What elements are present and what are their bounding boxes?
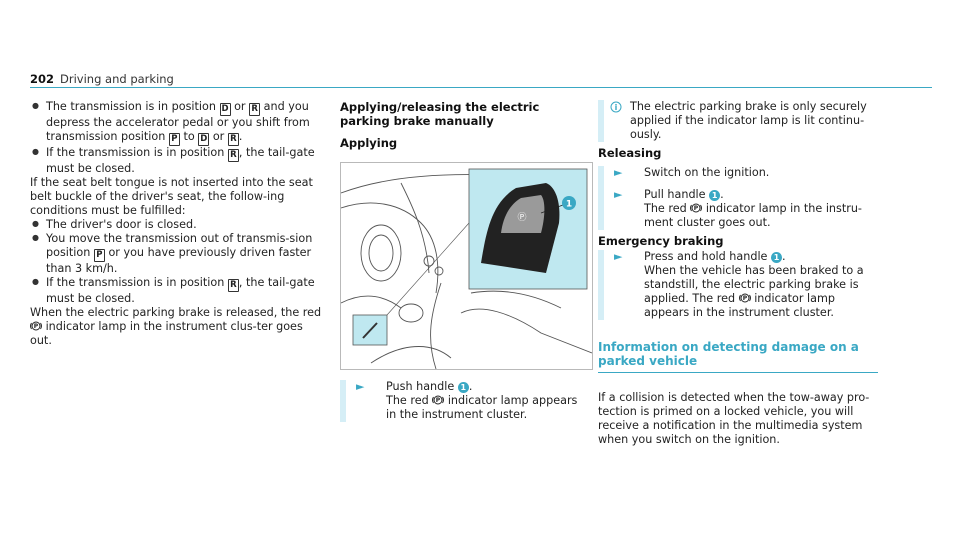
paragraph: When the electric parking brake is relea… [30, 306, 322, 347]
header-rule [30, 87, 932, 88]
callout-number: 1 [771, 252, 782, 263]
callout-number: 1 [457, 382, 469, 393]
parking-brake-figure: Ⓟ 1 [340, 162, 593, 370]
gear-d-key: D [198, 133, 210, 146]
subheading-releasing: Releasing [598, 146, 662, 160]
subheading-emergency: Emergency braking [598, 234, 724, 248]
list-item: The transmission is in position D or R a… [30, 99, 325, 146]
applying-steps: ► Push handle 1. The red P indicator lam… [340, 380, 590, 422]
column-left: The transmission is in position D or R a… [30, 99, 325, 348]
step-block: ► Push handle 1. The red P indicator lam… [340, 380, 590, 422]
step-pull-handle: ► Pull handle 1. The red P indicator lam… [614, 188, 862, 229]
page-header: 202 Driving and parking [30, 72, 174, 86]
list-item: The driver's door is closed. [30, 217, 325, 232]
step-press-hold: ► Press and hold handle 1. When the vehi… [614, 250, 864, 319]
svg-text:P: P [34, 323, 39, 330]
conditions-list-a: The transmission is in position D or R a… [30, 99, 325, 176]
callout-number: 1 [709, 190, 721, 201]
column-middle: Applying/releasing the electric parking … [340, 100, 590, 150]
parking-brake-icon: P [432, 395, 445, 405]
section-title: Driving and parking [60, 72, 174, 86]
arrow-icon: ► [356, 380, 365, 393]
note-text: The electric parking brake is only secur… [630, 100, 867, 141]
parking-brake-icon: P [30, 321, 42, 331]
step-ignition: ► Switch on the ignition. [614, 166, 770, 179]
section-heading: Applying/releasing the electric parking … [340, 100, 540, 128]
svg-text:i: i [615, 103, 618, 112]
emergency-steps: ► Press and hold handle 1. When the vehi… [598, 250, 878, 320]
gear-p-key: P [168, 133, 180, 146]
info-heading: Information on detecting damage on a par… [598, 340, 859, 368]
note-block: i The electric parking brake is only sec… [598, 100, 878, 142]
info-text: If a collision is detected when the tow‐… [598, 391, 870, 446]
subheading-applying: Applying [340, 136, 398, 150]
figure-callout-number: 1 [566, 200, 572, 210]
dashboard-illustration: Ⓟ 1 [341, 168, 592, 369]
arrow-icon: ► [614, 250, 623, 263]
gear-r-key: R [227, 149, 239, 162]
gear-d-key: D [219, 103, 231, 116]
page-number: 202 [30, 72, 55, 86]
conditions-list-b: The driver's door is closed. You move th… [30, 217, 325, 306]
paragraph: If the seat belt tongue is not inserted … [30, 176, 313, 217]
gear-p-key: P [93, 249, 105, 262]
column-right: i The electric parking brake is only sec… [598, 100, 878, 447]
svg-text:P: P [694, 205, 699, 212]
svg-text:Ⓟ: Ⓟ [517, 212, 526, 223]
parking-brake-icon: P [690, 203, 703, 213]
parking-brake-icon: P [738, 293, 751, 303]
gear-r-key: R [227, 133, 239, 146]
list-item: If the transmission is in position R, th… [30, 275, 325, 306]
gear-r-key: R [227, 279, 239, 292]
info-rule [598, 372, 878, 373]
svg-text:P: P [436, 397, 441, 404]
releasing-steps: ► Switch on the ignition. ► Pull handle … [598, 166, 878, 230]
list-item: You move the transmission out of transmi… [30, 231, 325, 276]
gear-r-key: R [249, 103, 261, 116]
svg-text:P: P [742, 295, 747, 302]
step-push-handle: ► Push handle 1. The red P indicator lam… [356, 380, 578, 421]
arrow-icon: ► [614, 188, 623, 201]
arrow-icon: ► [614, 166, 623, 179]
list-item: If the transmission is in position R, th… [30, 145, 325, 176]
info-section: Information on detecting damage on a par… [598, 340, 878, 447]
info-icon: i [610, 101, 622, 113]
